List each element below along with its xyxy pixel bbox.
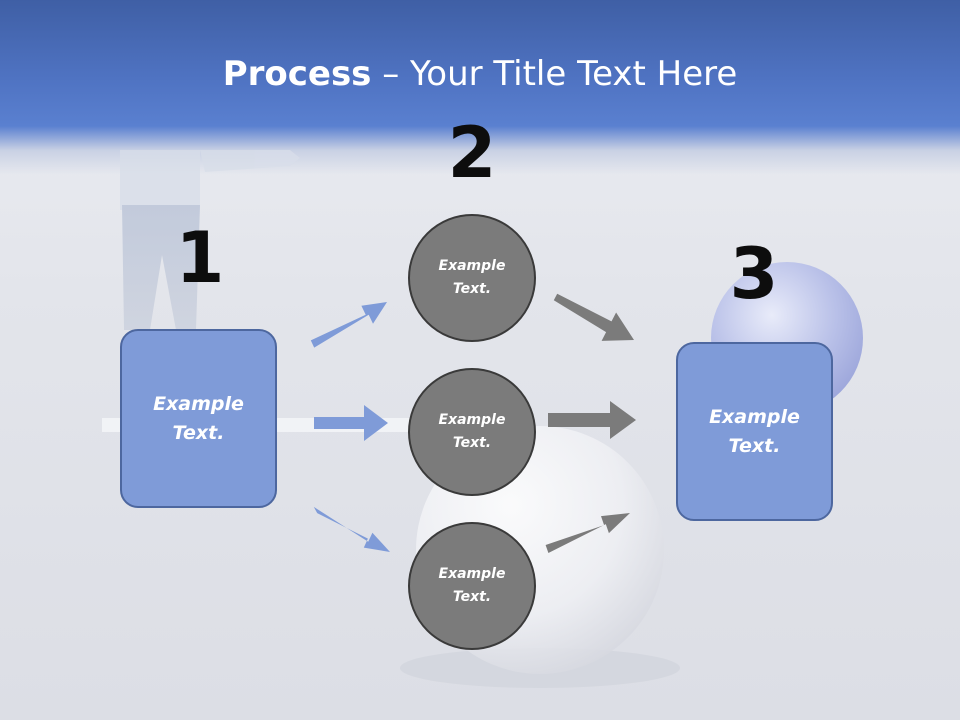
- arrow-blue-down: [313, 506, 390, 552]
- step-number-2: 2: [447, 112, 497, 194]
- step-number-1: 1: [175, 217, 225, 299]
- arrow-blue-right: [314, 405, 388, 441]
- step-1-box: Example Text.: [120, 329, 277, 508]
- step-3-label: Example Text.: [709, 405, 800, 457]
- center-node-1-label: Example Text.: [438, 258, 506, 297]
- step-number-3: 3: [729, 233, 779, 315]
- step-1-label: Example Text.: [153, 392, 244, 444]
- arrow-gray-down: [553, 293, 634, 341]
- arrow-gray-up: [545, 513, 630, 553]
- step-3-box: Example Text.: [676, 342, 833, 521]
- center-node-3-label: Example Text.: [438, 566, 506, 605]
- page-title: Process – Your Title Text Here: [0, 50, 960, 98]
- center-node-2-label: Example Text.: [438, 412, 506, 451]
- title-bold: Process: [222, 54, 372, 94]
- arrow-gray-right: [548, 401, 636, 439]
- title-regular: – Your Title Text Here: [371, 54, 738, 94]
- center-node-3: Example Text.: [408, 522, 536, 650]
- person-silhouette: [120, 150, 300, 330]
- arrow-blue-up: [310, 302, 387, 348]
- center-node-2: Example Text.: [408, 368, 536, 496]
- header-band: [0, 0, 960, 175]
- center-node-1: Example Text.: [408, 214, 536, 342]
